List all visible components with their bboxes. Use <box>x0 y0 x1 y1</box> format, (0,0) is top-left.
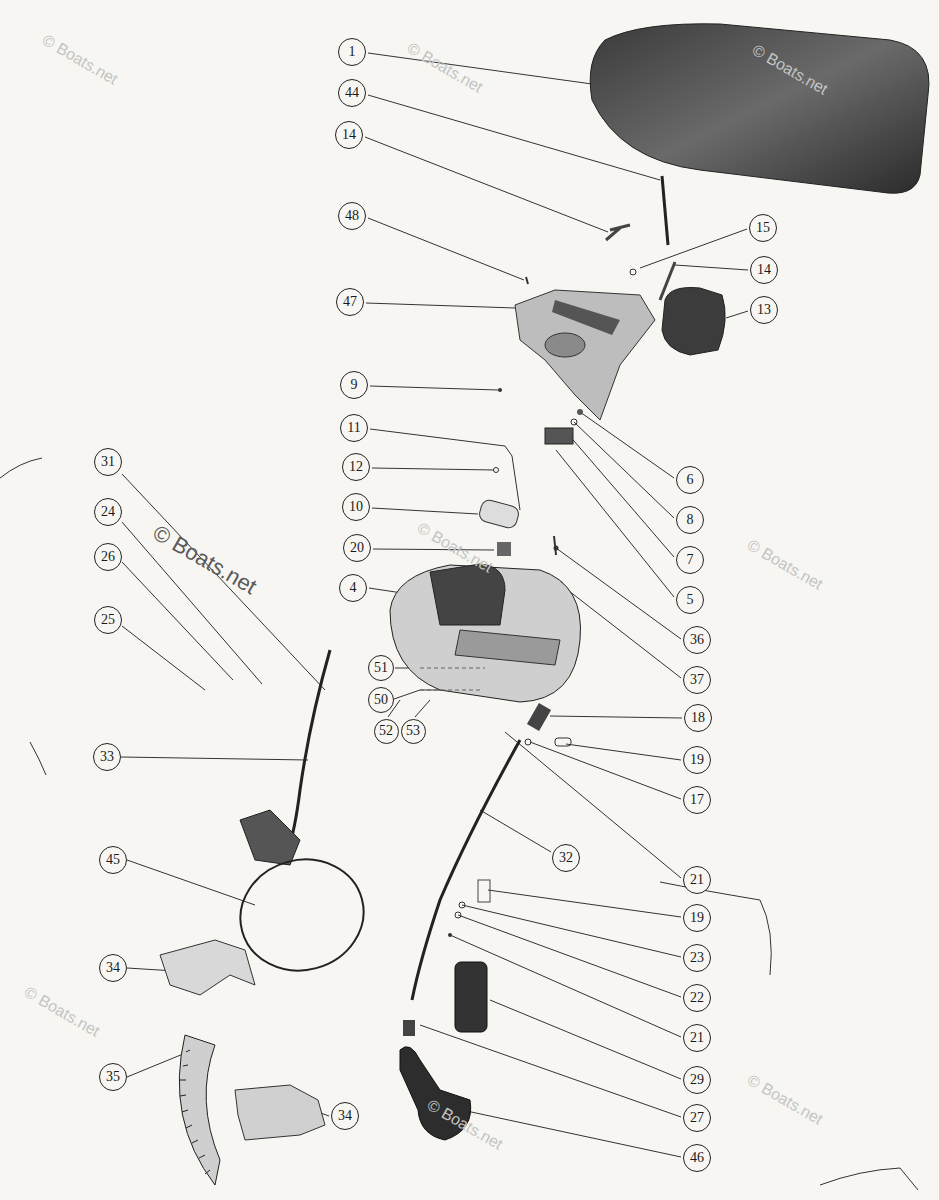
callout-circle: 33 <box>93 743 121 771</box>
callout-number: 8 <box>687 513 694 527</box>
callout-circle: 5 <box>676 586 704 614</box>
callout-circle: 44 <box>338 79 366 107</box>
callout-number: 32 <box>559 851 573 865</box>
callout-number: 47 <box>343 295 357 309</box>
callout-circle: 19 <box>683 746 711 774</box>
callout-circle: 21 <box>683 866 711 894</box>
callout-number: 7 <box>687 553 694 567</box>
callout-number: 26 <box>101 550 115 564</box>
callout-circle: 31 <box>94 448 122 476</box>
callout-number: 1 <box>349 45 356 59</box>
callout-circle: 47 <box>336 288 364 316</box>
callout-number: 10 <box>349 500 363 514</box>
callout-circle: 10 <box>342 493 370 521</box>
callout-circle: 52 <box>374 719 399 744</box>
callout-circle: 53 <box>401 719 426 744</box>
callout-circle: 6 <box>676 466 704 494</box>
callout-number: 20 <box>350 541 364 555</box>
callout-circle: 7 <box>676 546 704 574</box>
callout-circle: 14 <box>335 121 363 149</box>
callout-number: 21 <box>690 873 704 887</box>
callout-number: 45 <box>106 853 120 867</box>
callout-number: 19 <box>690 753 704 767</box>
callout-circle: 11 <box>340 414 368 442</box>
callout-circle: 37 <box>683 666 711 694</box>
callout-number: 46 <box>690 1151 704 1165</box>
callout-circle: 4 <box>339 574 367 602</box>
callout-number: 14 <box>342 128 356 142</box>
callout-circle: 27 <box>683 1104 711 1132</box>
callout-circle: 24 <box>94 498 122 526</box>
callout-circle: 51 <box>368 655 394 681</box>
callout-circle: 32 <box>552 844 580 872</box>
callout-number: 12 <box>349 460 363 474</box>
callout-circle: 12 <box>342 453 370 481</box>
watermark: © Boats.net <box>149 520 262 600</box>
callout-circle: 48 <box>338 202 366 230</box>
callout-number: 27 <box>690 1111 704 1125</box>
callout-circle: 35 <box>99 1063 127 1091</box>
watermark: © Boats.net <box>39 31 121 89</box>
callout-number: 44 <box>345 86 359 100</box>
callout-number: 14 <box>757 263 771 277</box>
callout-circle: 36 <box>683 626 711 654</box>
callout-number: 6 <box>687 473 694 487</box>
callout-circle: 25 <box>94 606 122 634</box>
watermark: © Boats.net <box>744 536 826 594</box>
callout-circle: 14 <box>750 256 778 284</box>
callout-number: 21 <box>690 1031 704 1045</box>
callout-number: 17 <box>690 793 704 807</box>
callout-number: 19 <box>690 911 704 925</box>
callout-circle: 1 <box>338 38 366 66</box>
callout-circle: 50 <box>368 687 394 713</box>
callout-number: 29 <box>690 1073 704 1087</box>
callout-number: 11 <box>347 421 360 435</box>
callout-number: 53 <box>406 724 420 738</box>
callout-number: 34 <box>106 961 120 975</box>
callout-circle: 21 <box>683 1024 711 1052</box>
watermark: © Boats.net <box>21 983 103 1041</box>
callout-circle: 45 <box>99 846 127 874</box>
callout-circle: 34 <box>331 1102 359 1130</box>
callout-circle: 8 <box>676 506 704 534</box>
callout-circle: 18 <box>684 704 712 732</box>
callout-circle: 17 <box>683 786 711 814</box>
callout-number: 15 <box>756 221 770 235</box>
callout-number: 25 <box>101 613 115 627</box>
callout-number: 18 <box>691 711 705 725</box>
callout-circle: 20 <box>343 534 371 562</box>
callout-number: 31 <box>101 455 115 469</box>
callout-number: 52 <box>379 724 393 738</box>
callout-number: 4 <box>350 581 357 595</box>
callout-number: 22 <box>690 991 704 1005</box>
callout-circle: 19 <box>683 904 711 932</box>
callout-circle: 9 <box>340 371 368 399</box>
callout-number: 48 <box>345 209 359 223</box>
callout-number: 36 <box>690 633 704 647</box>
callout-circle: 23 <box>683 944 711 972</box>
callout-circle: 15 <box>749 214 777 242</box>
callout-circle: 46 <box>683 1144 711 1172</box>
callout-number: 51 <box>374 661 388 675</box>
callout-circle: 26 <box>94 543 122 571</box>
callout-number: 34 <box>338 1109 352 1123</box>
callout-circle: 13 <box>750 296 778 324</box>
callout-number: 5 <box>687 593 694 607</box>
callout-number: 13 <box>757 303 771 317</box>
callout-number: 33 <box>100 750 114 764</box>
callout-number: 23 <box>690 951 704 965</box>
watermark: © Boats.net <box>744 1071 826 1129</box>
callout-number: 37 <box>690 673 704 687</box>
callout-number: 24 <box>101 505 115 519</box>
callout-number: 50 <box>374 693 388 707</box>
callout-circle: 22 <box>683 984 711 1012</box>
callout-circle: 34 <box>99 954 127 982</box>
callout-circle: 29 <box>683 1066 711 1094</box>
callout-number: 9 <box>351 378 358 392</box>
callout-number: 35 <box>106 1070 120 1084</box>
